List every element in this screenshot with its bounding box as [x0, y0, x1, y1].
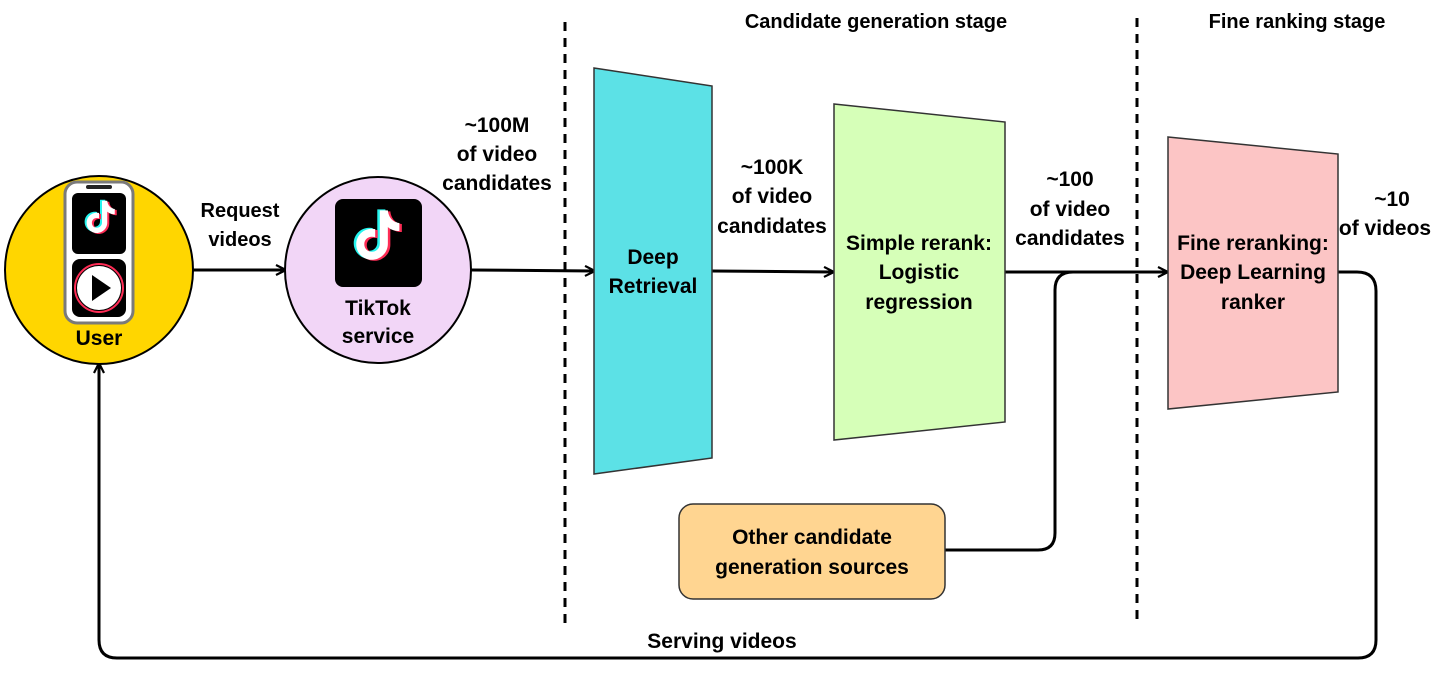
candidates-100m-label-line-3: candidates	[442, 172, 552, 195]
fine-reranking-label-line-3: ranker	[1221, 291, 1285, 314]
fine-reranking-label-line-1: Fine reranking:	[1177, 232, 1329, 255]
candidates-100m-label-line-1: ~100M	[465, 114, 530, 137]
output-10-label-line-2: of videos	[1339, 217, 1431, 240]
other-sources-label-line-2: generation sources	[715, 556, 909, 579]
service-to-retrieval-arrow	[470, 270, 594, 271]
tiktok-wordmark-small: TikTok	[83, 241, 115, 252]
deep-retrieval-node: Deep Retrieval	[593, 67, 713, 475]
candidates-100-label-line-2: of video	[1030, 198, 1111, 221]
tiktok-app-tile: TikTok	[72, 193, 126, 254]
fine-reranking-node: Fine reranking: Deep Learning ranker	[1167, 136, 1339, 410]
tiktok-wordmark: TikTok	[350, 264, 407, 284]
stage-title-fine-ranking: Fine ranking stage	[1209, 11, 1386, 33]
simple-rerank-node: Simple rerank: Logistic regression	[833, 103, 1006, 441]
stage-title-candidate-generation: Candidate generation stage	[745, 11, 1007, 33]
serving-videos-return-arrow	[99, 270, 1378, 660]
tiktok-service-node: TikTok TikTok service	[284, 176, 472, 364]
fine-reranking-label-line-2: Deep Learning	[1180, 261, 1326, 284]
user-label: User	[76, 327, 123, 350]
other-sources-label-line-1: Other candidate	[732, 526, 892, 549]
serving-videos-label: Serving videos	[647, 630, 796, 653]
output-10-label-line-1: ~10	[1374, 188, 1410, 211]
candidates-100k-label-line-1: ~100K	[741, 156, 803, 179]
candidates-100-label-line-1: ~100	[1046, 168, 1093, 191]
simple-rerank-label-line-2: Logistic	[879, 261, 960, 284]
play-icon	[72, 259, 126, 317]
request-videos-label-line-2: videos	[208, 229, 271, 251]
candidates-100-label-line-3: candidates	[1015, 227, 1125, 250]
user-node: TikTok User	[4, 175, 194, 365]
candidates-100k-label-line-2: of video	[732, 185, 813, 208]
simple-rerank-label-line-3: regression	[865, 291, 972, 314]
tiktok-service-label-line-2: service	[342, 325, 414, 348]
candidates-100k-label-line-3: candidates	[717, 215, 827, 238]
simple-rerank-label-line-1: Simple rerank:	[846, 232, 992, 255]
other-sources-connector	[943, 270, 1169, 552]
other-sources-node: Other candidate generation sources	[678, 503, 946, 600]
deep-retrieval-label-line-2: Retrieval	[609, 275, 698, 298]
deep-retrieval-label-line-1: Deep	[627, 246, 678, 269]
tiktok-service-label-line-1: TikTok	[345, 297, 411, 320]
request-videos-label-line-1: Request	[201, 200, 280, 222]
retrieval-to-simple-rerank-arrow	[710, 271, 833, 272]
candidates-100m-label-line-2: of video	[457, 143, 538, 166]
